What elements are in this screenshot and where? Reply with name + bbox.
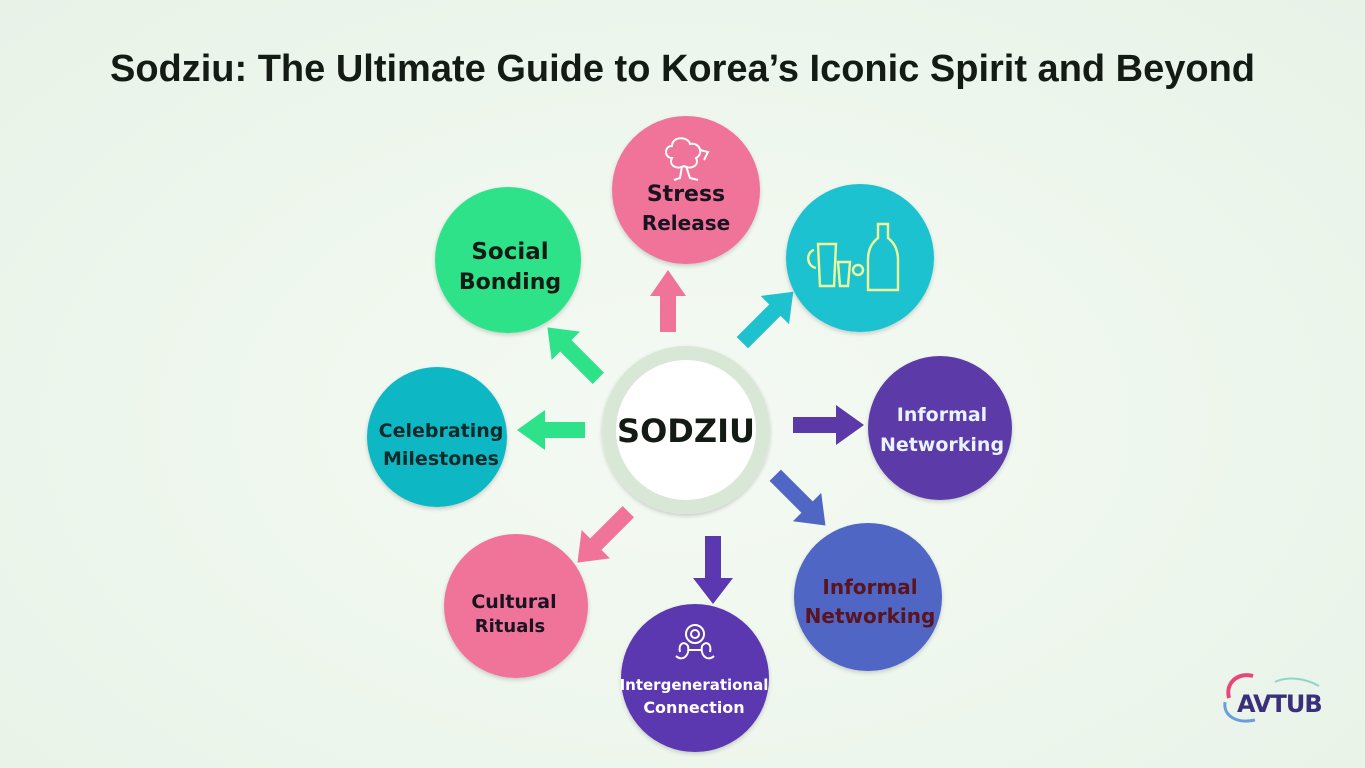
page-title: Sodziu: The Ultimate Guide to Korea’s Ic… xyxy=(109,48,1256,90)
logo-text: AVTUB xyxy=(1237,690,1323,718)
arrow-to-informal-networking-1 xyxy=(793,405,864,445)
arrow-to-stress-release xyxy=(650,270,686,332)
node-social-bonding: Social Bonding xyxy=(435,187,581,333)
node-drinks xyxy=(786,184,934,332)
arrow-to-celebrating-milestones xyxy=(517,410,585,450)
arrow-to-social-bonding xyxy=(547,327,604,384)
informal-networking-1-line2: Networking xyxy=(880,434,1004,456)
arrow-to-informal-networking-2 xyxy=(769,469,826,526)
node-informal-networking-2: Informal Networking xyxy=(794,523,942,671)
intergenerational-connection-line2: Connection xyxy=(643,698,744,717)
informal-networking-2-line1: Informal xyxy=(822,575,917,599)
arrow-to-cultural-rituals xyxy=(577,506,634,563)
arrow-to-drinks xyxy=(736,291,794,349)
celebrating-milestones-line2: Milestones xyxy=(383,448,499,470)
social-bonding-line2: Bonding xyxy=(459,270,561,295)
stress-release-line1: Stress xyxy=(647,182,725,207)
informal-networking-2-line2: Networking xyxy=(805,604,936,628)
hands-circle-icon xyxy=(675,624,715,660)
celebrating-milestones-line1: Celebrating xyxy=(379,420,504,442)
bottle-and-glasses-icon xyxy=(807,222,900,292)
informal-networking-1-line1: Informal xyxy=(897,404,987,426)
social-bonding-line1: Social xyxy=(471,239,548,265)
center-label: SODZIU xyxy=(617,412,755,450)
arrow-to-intergenerational-connection xyxy=(693,536,733,604)
node-cultural-rituals: Cultural Rituals xyxy=(444,534,588,678)
center-node: SODZIU xyxy=(602,346,770,514)
tree-icon xyxy=(665,137,710,181)
node-stress-release: Stress Release xyxy=(612,116,760,264)
avtub-logo: AVTUB xyxy=(1215,668,1335,728)
cultural-rituals-line1: Cultural xyxy=(471,591,556,613)
intergenerational-connection-line1: Intergenerational xyxy=(620,676,769,694)
node-intergenerational-connection: Intergenerational Connection xyxy=(620,604,769,752)
node-informal-networking-1: Informal Networking xyxy=(868,356,1012,500)
cultural-rituals-line2: Rituals xyxy=(475,616,545,637)
logo-swoosh-icon xyxy=(1223,673,1320,723)
node-celebrating-milestones: Celebrating Milestones xyxy=(367,367,507,507)
stress-release-line2: Release xyxy=(642,211,730,235)
